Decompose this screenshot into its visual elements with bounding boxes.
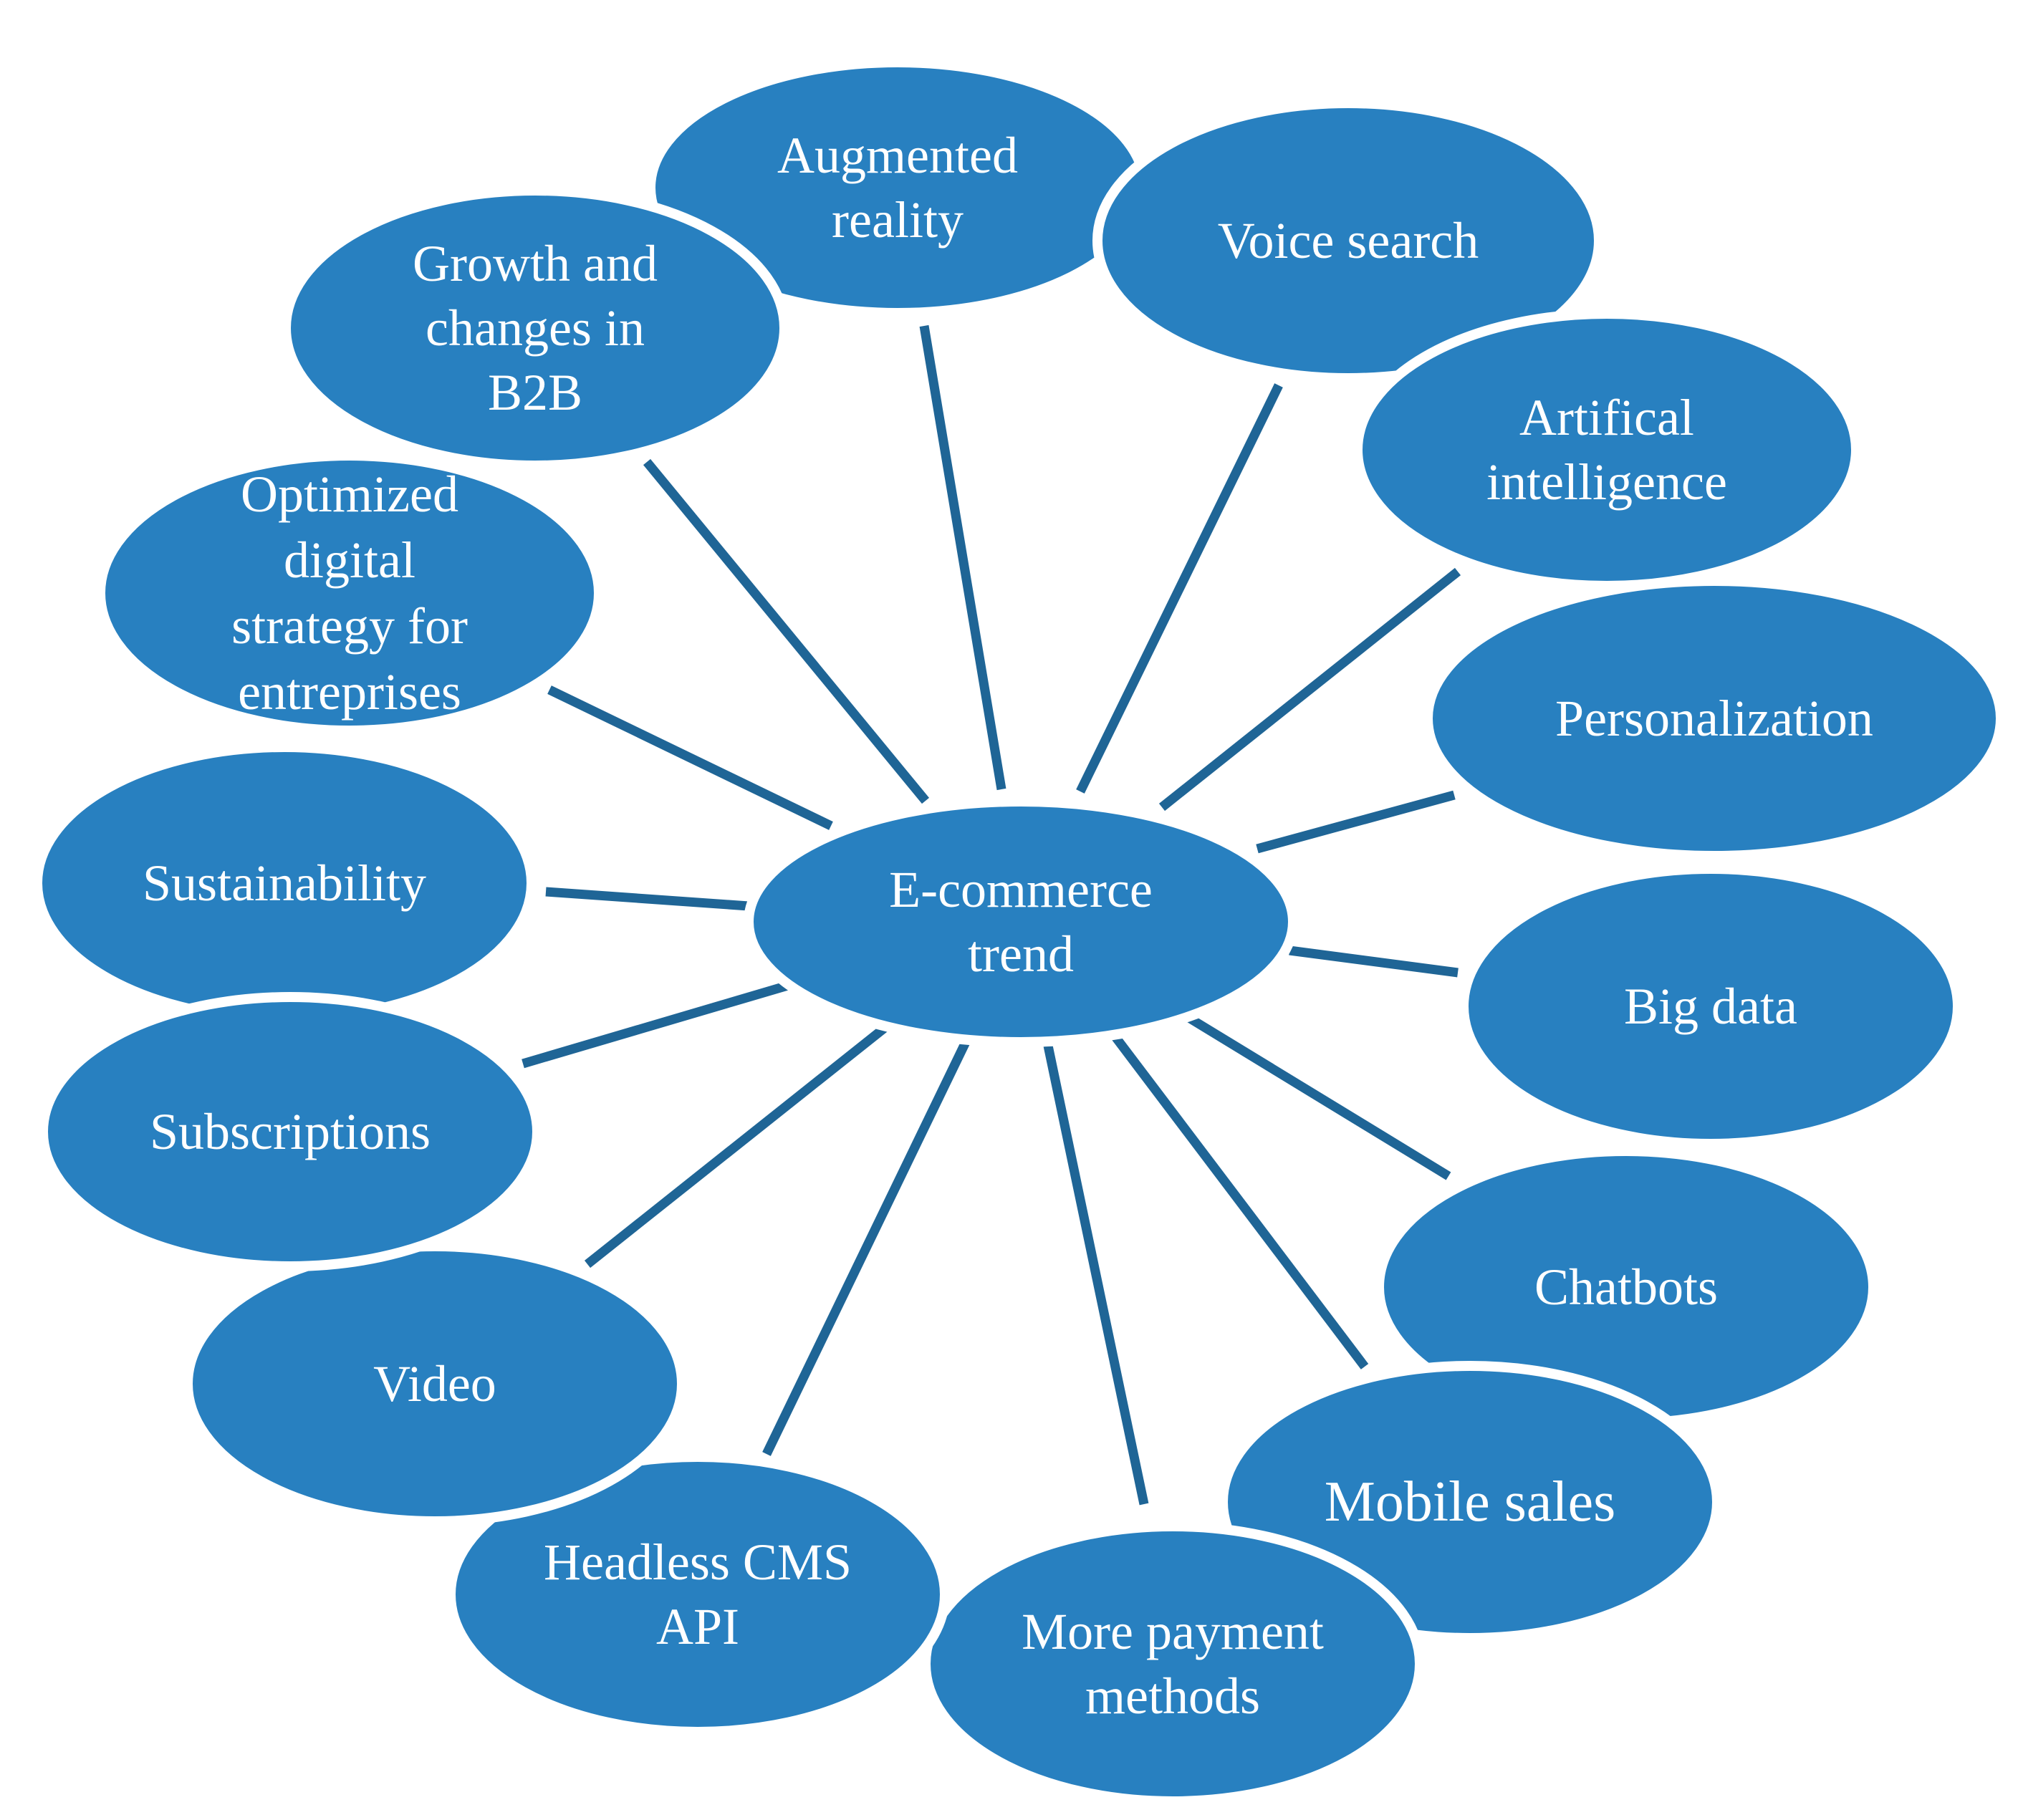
node-label-growth-b2b: Growth and [413, 235, 658, 292]
node-growth-b2b: Growth and changes in B2B [281, 186, 789, 471]
node-label-subscriptions: Subscriptions [150, 1103, 431, 1160]
node-bubble-video [183, 1241, 687, 1526]
node-label-personalization: Personalization [1555, 690, 1873, 747]
node-personalization: Personalization [1423, 576, 2006, 861]
node-label-growth-b2b: changes in [426, 299, 645, 357]
node-label-optimized-digital-strategy: digital [284, 531, 415, 589]
node-label-augmented-reality: Augmented [777, 127, 1018, 184]
connector-growth-b2b [643, 458, 930, 804]
node-label-more-payment-methods: methods [1085, 1667, 1260, 1725]
node-label-center: trend [968, 925, 1074, 983]
node-more-payment-methods: More payment methods [921, 1521, 1425, 1806]
connector-chatbots [1185, 1013, 1451, 1180]
connector-video [584, 1024, 888, 1268]
connector-artificial-intelligence [1158, 567, 1461, 812]
node-label-optimized-digital-strategy: strategy for [231, 597, 468, 655]
node-artificial-intelligence: Artifical intelligence [1352, 309, 1861, 591]
node-video: Video [183, 1241, 687, 1526]
connectors [522, 324, 1461, 1506]
node-bubble-headless-cms [446, 1452, 950, 1737]
node-label-chatbots: Chatbots [1534, 1258, 1718, 1316]
node-bubble-artificial-intelligence [1352, 309, 1861, 591]
connector-voice-search [1076, 383, 1283, 794]
node-label-optimized-digital-strategy: Optimized [241, 466, 458, 523]
node-label-big-data: Big data [1624, 978, 1797, 1035]
node-label-headless-cms: API [656, 1598, 739, 1655]
connector-headless-cms [762, 1040, 970, 1456]
node-bubble-voice-search [1092, 98, 1604, 383]
node-bubble-big-data [1459, 864, 1963, 1149]
node-label-video: Video [373, 1355, 496, 1412]
node-label-growth-b2b: B2B [488, 364, 582, 421]
node-big-data: Big data [1459, 864, 1963, 1149]
node-voice-search: Voice search [1092, 98, 1604, 383]
node-center: E-commerce trend [744, 796, 1298, 1047]
node-bubble-growth-b2b [281, 186, 789, 471]
node-label-artificial-intelligence: intelligence [1486, 453, 1727, 511]
connector-big-data [1289, 945, 1459, 978]
node-bubble-subscriptions [38, 992, 542, 1271]
node-label-sustainability: Sustainability [143, 854, 426, 912]
node-label-headless-cms: Headless CMS [544, 1533, 852, 1591]
node-sustainability: Sustainability [32, 742, 537, 1024]
node-bubble-center [744, 796, 1298, 1047]
node-headless-cms: Headless CMS API [446, 1452, 950, 1737]
node-augmented-reality: Augmented reality [645, 57, 1150, 318]
node-bubble-personalization [1423, 576, 2006, 861]
node-label-mobile-sales: Mobile sales [1325, 1470, 1616, 1533]
connector-optimized-digital-strategy [547, 685, 833, 830]
node-label-center: E-commerce [889, 861, 1153, 918]
connector-augmented-reality [919, 324, 1006, 791]
node-label-more-payment-methods: More payment [1022, 1603, 1324, 1660]
connector-sustainability [545, 887, 749, 911]
node-label-artificial-intelligence: Artifical [1519, 389, 1694, 446]
connector-more-payment-methods [1043, 1044, 1149, 1506]
node-label-optimized-digital-strategy: entreprises [238, 663, 461, 721]
connector-mobile-sales [1110, 1032, 1369, 1369]
node-optimized-digital-strategy: Optimized digital strategy for entreprises [95, 451, 604, 736]
node-subscriptions: Subscriptions [38, 992, 542, 1271]
node-bubble-more-payment-methods [921, 1521, 1425, 1806]
connector-personalization [1256, 790, 1456, 854]
node-bubble-optimized-digital-strategy [95, 451, 604, 736]
connector-subscriptions [522, 980, 792, 1069]
node-label-augmented-reality: reality [832, 191, 964, 249]
node-label-voice-search: Voice search [1218, 212, 1479, 269]
